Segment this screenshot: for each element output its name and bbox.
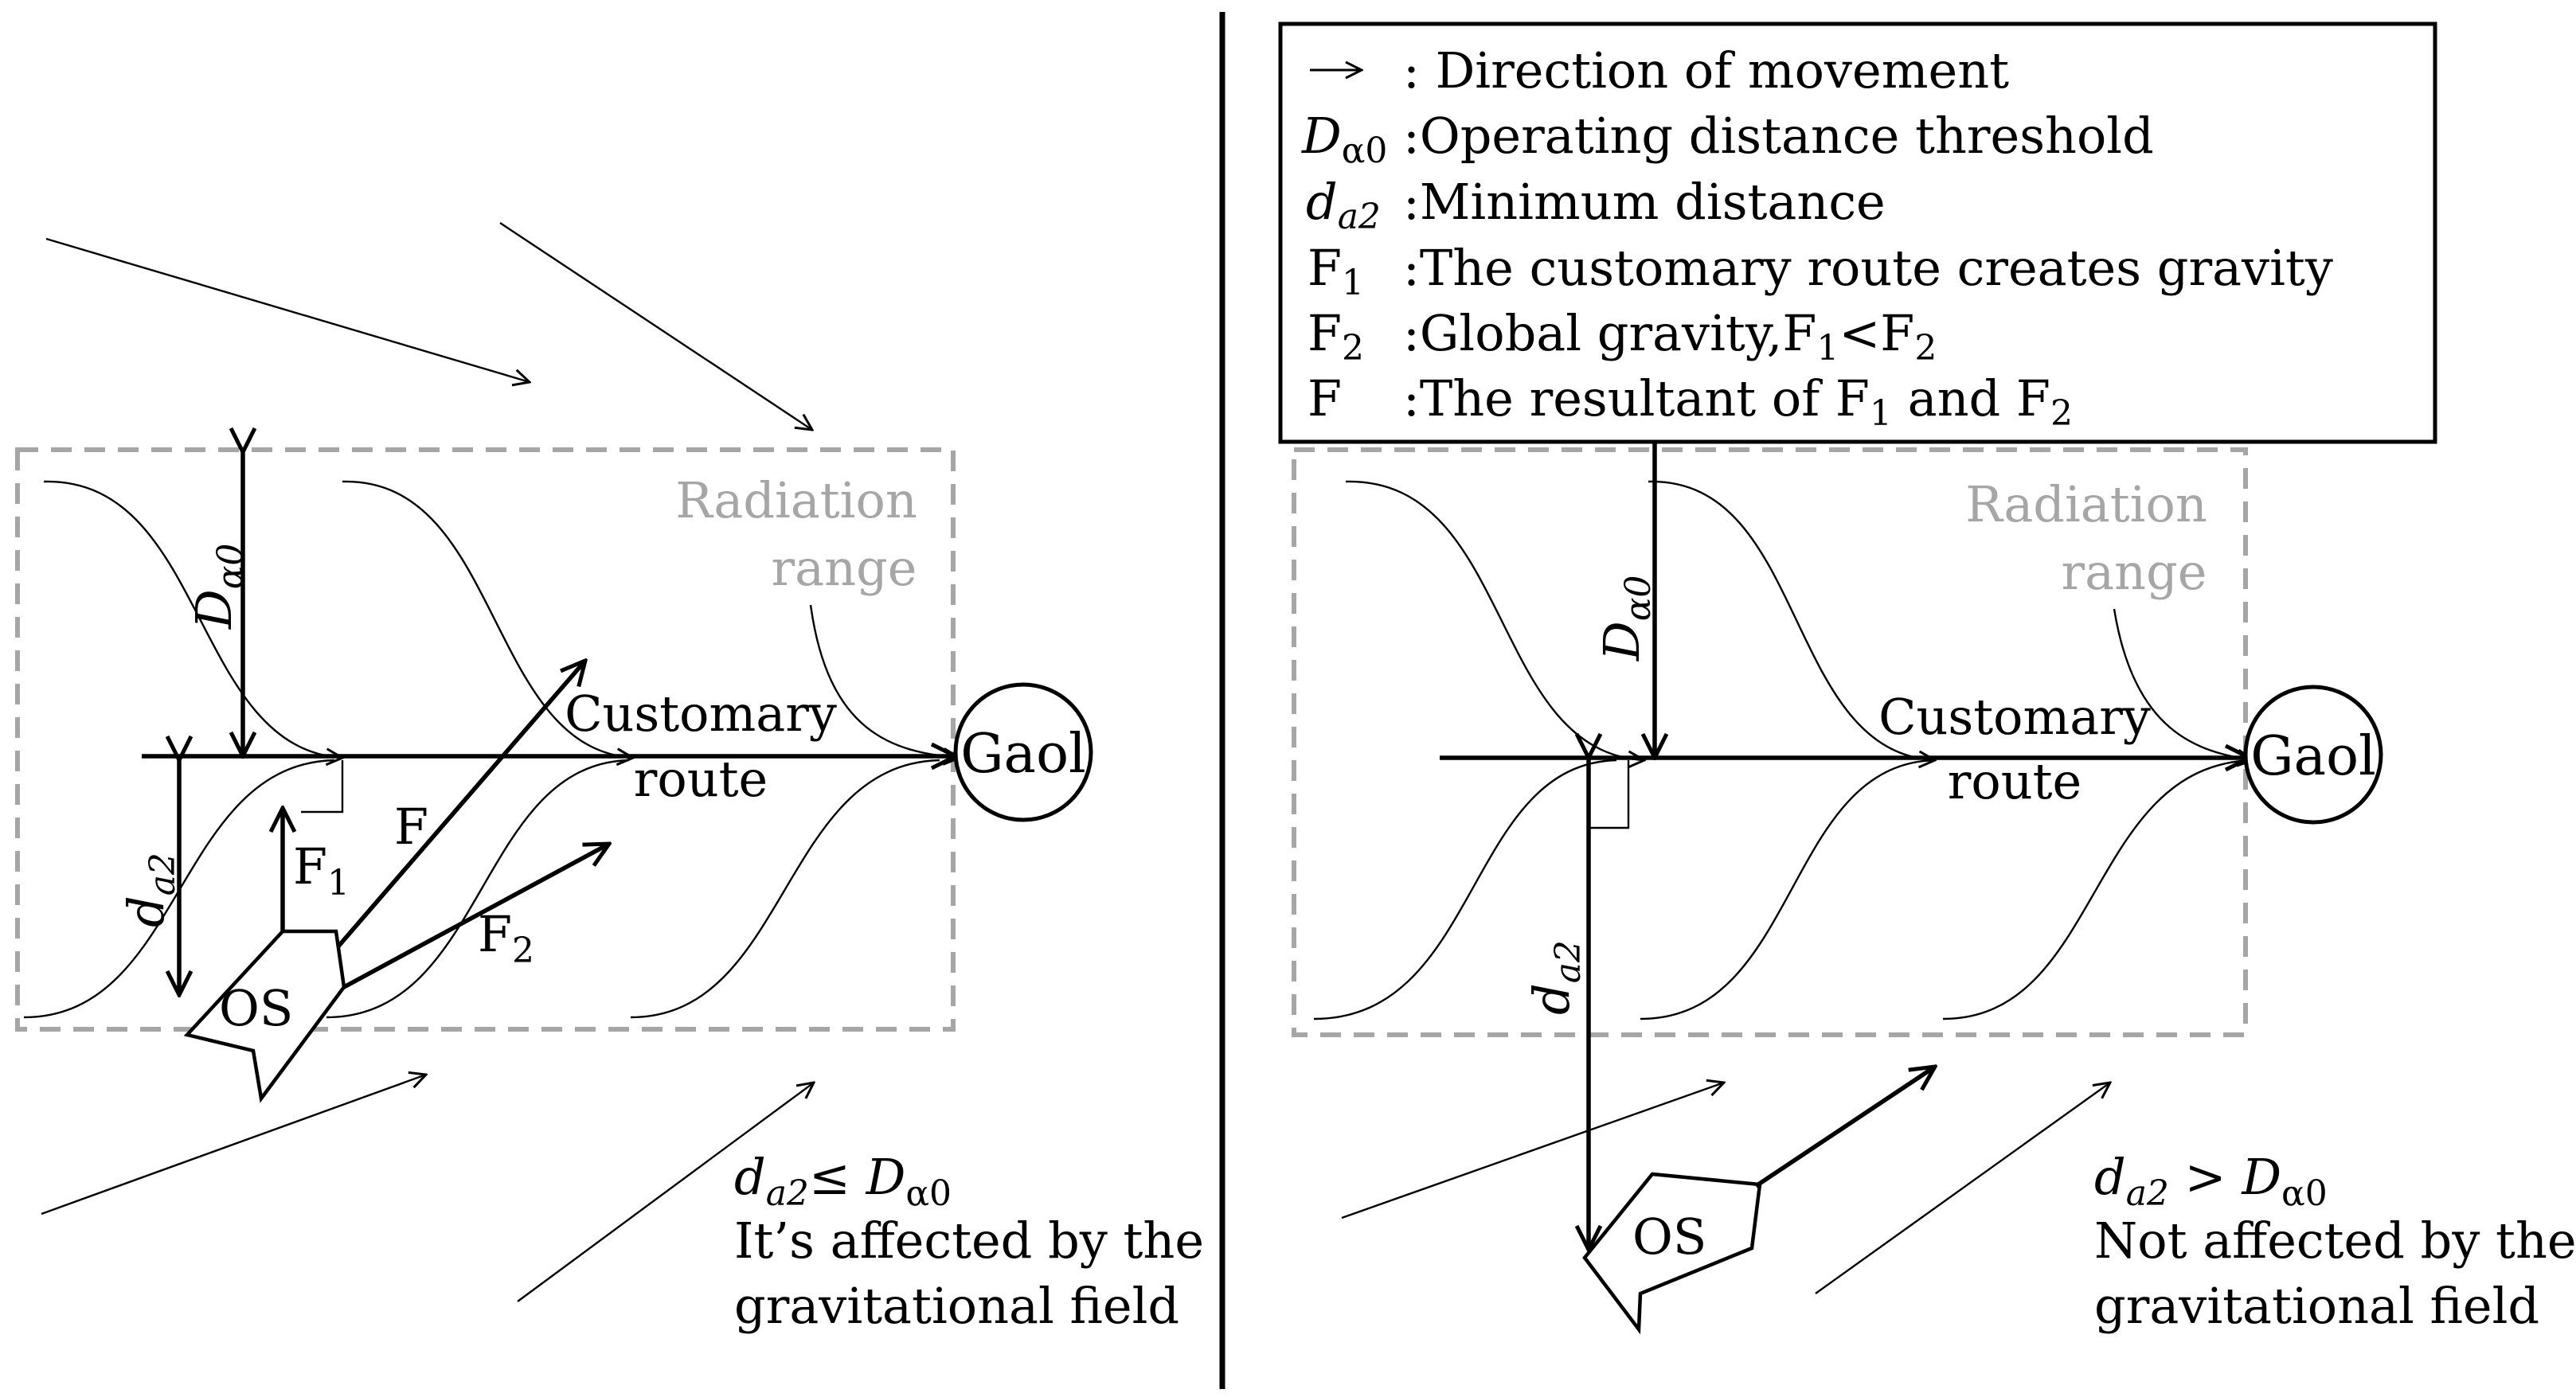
legend-f1-symbol: F1 xyxy=(1308,239,1364,303)
legend-minimum-text: :Minimum distance xyxy=(1403,173,1886,231)
legend-f2-text: :Global gravity,F1<F2 xyxy=(1403,304,1937,369)
goal-circle xyxy=(2243,685,2383,825)
condition-formula: da2 > Dα0 xyxy=(2094,1148,2328,1214)
condition-caption: gravitational field xyxy=(2094,1277,2539,1335)
customary-route-label: Customary xyxy=(565,685,837,743)
flow-arc xyxy=(1648,480,1935,760)
radiation-range-label: range xyxy=(772,539,917,597)
flow-arrow xyxy=(1341,1083,1724,1219)
flow-arrow xyxy=(41,1075,426,1216)
right-panel: Gaol Dα0 da2 OS Radiation range Customar… xyxy=(1292,444,2576,1335)
customary-route-label: route xyxy=(1948,752,2082,810)
goal-circle xyxy=(953,682,1093,822)
customary-route-label: Customary xyxy=(1878,688,2151,746)
flow-arrow xyxy=(499,221,812,430)
flow-arc xyxy=(1313,759,1617,1020)
condition-formula: da2≤ Dα0 xyxy=(734,1148,952,1214)
legend-direction-text: : Direction of movement xyxy=(1403,41,2009,100)
condition-caption: gravitational field xyxy=(734,1277,1179,1335)
minimum-distance-label: da2 xyxy=(117,853,183,927)
flow-arc xyxy=(1942,759,2254,1020)
force-f1-label: F1 xyxy=(293,837,350,903)
flow-arc xyxy=(342,480,633,758)
legend-f1-text: :The customary route creates gravity xyxy=(1403,239,2333,297)
flow-arrow xyxy=(1815,1083,2110,1294)
radiation-range-box xyxy=(15,447,956,1032)
goal-label: Gaol xyxy=(2250,725,2376,788)
legend-minimum-symbol: da2 xyxy=(1306,173,1381,237)
left-panel: Gaol Dα0 da2 F1 F F2 OS Radiation range … xyxy=(15,221,1204,1335)
force-f2-label: F2 xyxy=(478,905,534,971)
legend-threshold-symbol: Dα0 xyxy=(1301,107,1387,171)
ship-heading-arrow xyxy=(1754,1067,1935,1188)
flow-arrow xyxy=(517,1083,814,1302)
own-ship-label: OS xyxy=(1632,1208,1706,1266)
flow-arc xyxy=(326,759,630,1019)
legend-threshold-text: :Operating distance threshold xyxy=(1403,107,2154,165)
own-ship-shape xyxy=(183,929,346,1103)
legend: : Direction of movement Dα0 :Operating d… xyxy=(1278,21,2437,444)
threshold-distance-label: Dα0 xyxy=(1593,576,1659,661)
customary-route-label: route xyxy=(634,750,768,808)
legend-f-symbol: F xyxy=(1308,369,1342,427)
threshold-distance-label: Dα0 xyxy=(185,544,251,630)
radiation-range-label: range xyxy=(2062,543,2207,601)
goal-label: Gaol xyxy=(960,723,1086,786)
condition-caption: Not affected by the xyxy=(2094,1212,2576,1270)
right-angle-marker xyxy=(1589,760,1630,829)
right-angle-marker xyxy=(301,760,344,814)
condition-caption: It’s affected by the xyxy=(734,1212,1204,1270)
flow-arc xyxy=(43,480,342,758)
force-f-arrow xyxy=(304,661,585,985)
legend-f-text: :The resultant of F1 and F2 xyxy=(1403,369,2073,434)
flow-arc xyxy=(1640,759,1936,1020)
force-f-label: F xyxy=(394,798,428,856)
legend-f2-symbol: F2 xyxy=(1308,304,1364,369)
own-ship-label: OS xyxy=(219,979,293,1037)
force-f2-arrow xyxy=(313,844,609,1005)
flow-arc xyxy=(630,759,940,1019)
flow-arc xyxy=(1345,480,1644,760)
radiation-range-label: Radiation xyxy=(1965,475,2207,533)
legend-box xyxy=(1278,21,2437,444)
minimum-distance-label: da2 xyxy=(1523,940,1589,1015)
radiation-range-label: Radiation xyxy=(675,471,917,529)
flow-arrow xyxy=(45,237,530,382)
